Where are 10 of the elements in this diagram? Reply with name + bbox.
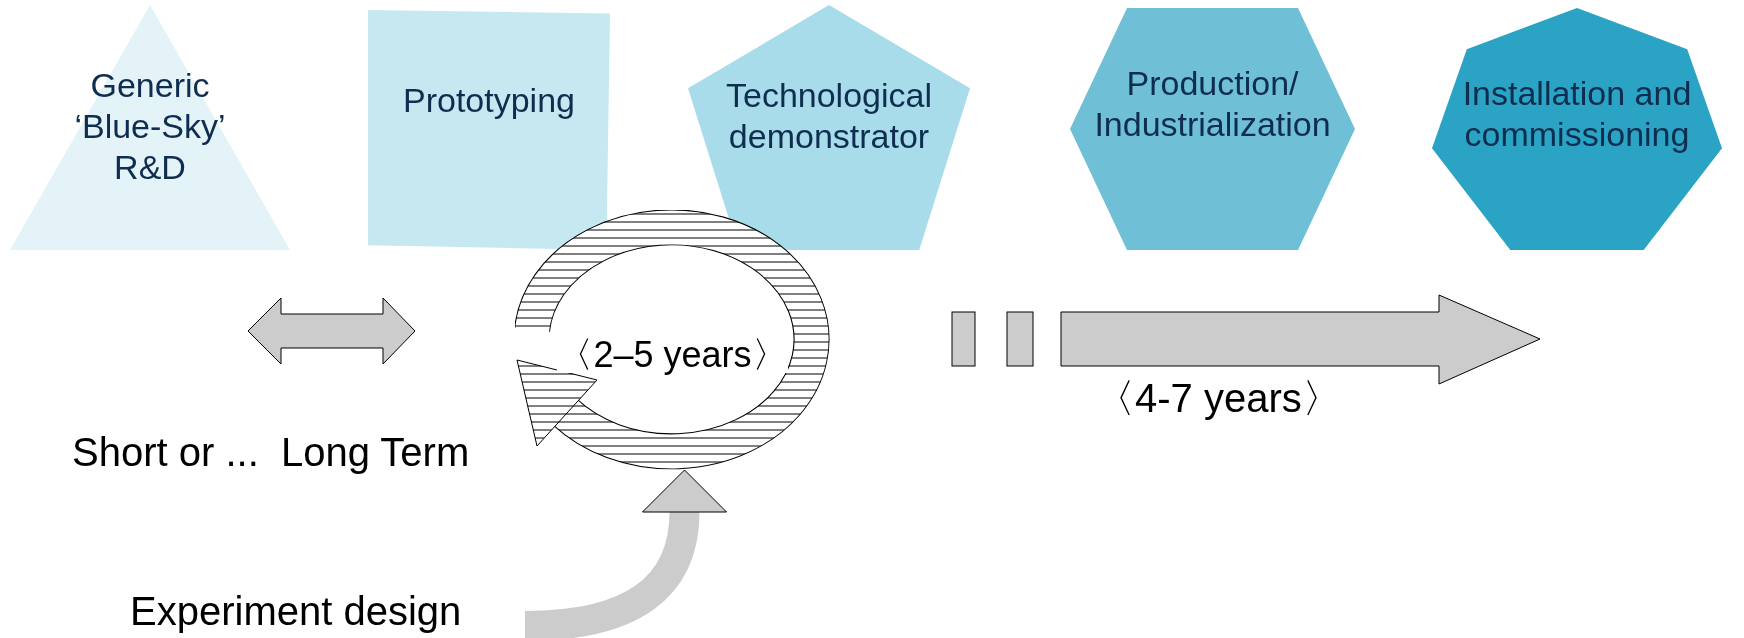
node-label: Experiment design [130, 591, 462, 631]
caption-text: 〈4-7 years〉 [1095, 378, 1342, 418]
stage-label: Prototyping [402, 80, 576, 121]
caption-text: Short or ... Long Term [72, 432, 470, 472]
stage-label: Technological demonstrator [725, 75, 933, 157]
curved-arrow [524, 469, 727, 638]
stage-label: Production/ Industrialization [1093, 63, 1332, 145]
stage-label: Generic ‘Blue-Sky’ R&D [73, 65, 227, 188]
duration-label: 〈2–5 years〉 [557, 337, 788, 373]
stage-label: Installation and commissioning [1461, 73, 1693, 155]
